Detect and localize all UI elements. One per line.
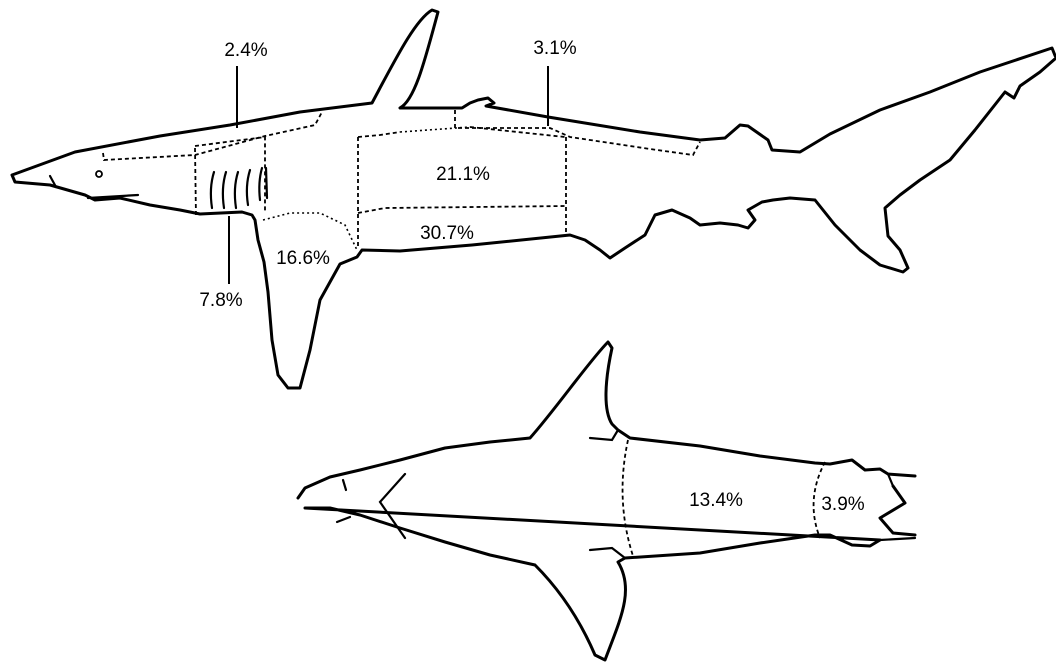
label-second-dorsal: 3.1% bbox=[533, 38, 576, 59]
label-ventral-trunk: 13.4% bbox=[689, 490, 743, 511]
lateral-mouth bbox=[88, 195, 138, 198]
label-gill-region: 7.8% bbox=[199, 290, 242, 311]
label-upper-trunk: 21.1% bbox=[436, 164, 490, 185]
label-lower-trunk: 30.7% bbox=[420, 223, 474, 244]
ventral-trunk-boundary-front bbox=[623, 440, 633, 556]
label-first-dorsal: 2.4% bbox=[224, 40, 267, 61]
lateral-body-outline bbox=[12, 10, 1056, 388]
lateral-eye-icon bbox=[96, 171, 102, 177]
lateral-shark: 2.4% 3.1% 7.8% 16.6% 21.1% 30.7% bbox=[12, 10, 1056, 388]
ventral-left-fin-edge bbox=[590, 430, 618, 440]
ventral-right-fin-edge bbox=[590, 548, 625, 558]
label-pelvic-region: 3.9% bbox=[821, 494, 864, 515]
label-pectoral-fin: 16.6% bbox=[276, 248, 330, 269]
ventral-shark: 13.4% 3.9% bbox=[298, 342, 915, 660]
ventral-nostril-right bbox=[337, 517, 350, 522]
gill-slits bbox=[211, 168, 267, 208]
ventral-nostril-left bbox=[343, 480, 346, 490]
